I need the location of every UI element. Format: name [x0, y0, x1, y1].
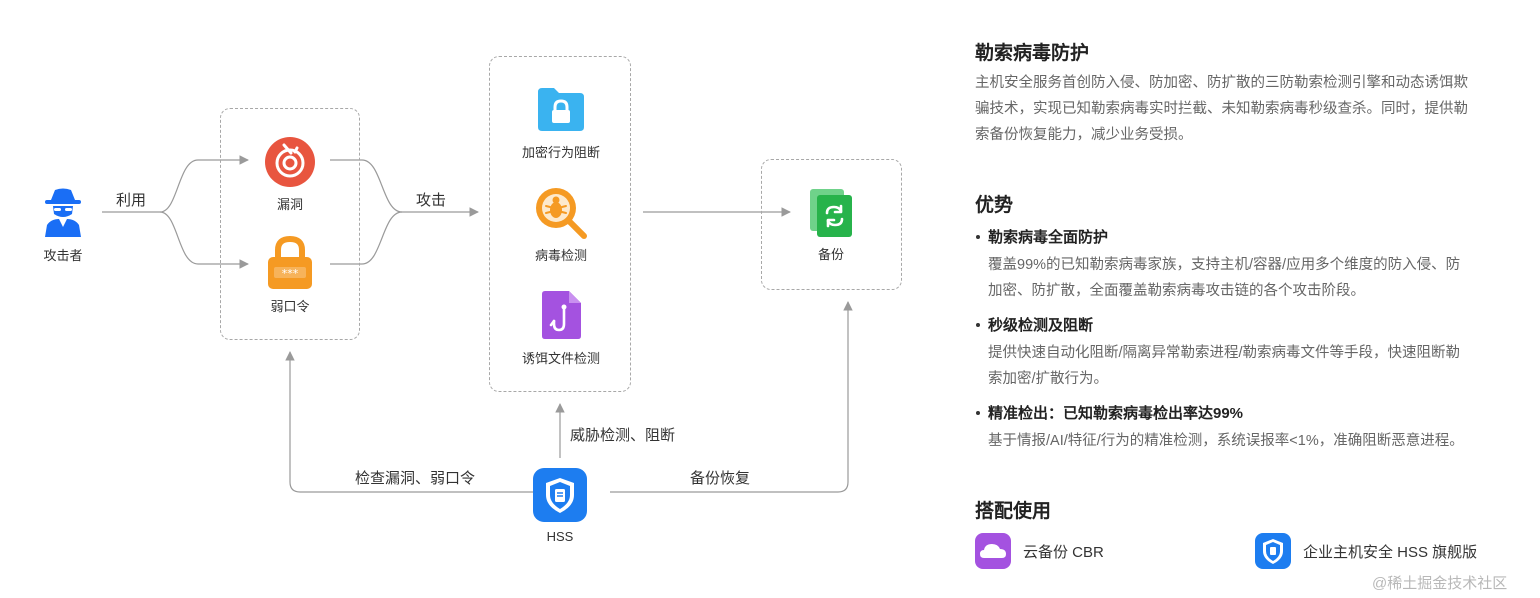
lock-password-icon: ***	[267, 235, 313, 290]
advantage-title: 秒级检测及阻断	[988, 317, 1094, 334]
intro-line: 骗技术，实现已知勒索病毒实时拦截、未知勒索病毒秒级查杀。同时，提供勒	[975, 101, 1468, 117]
encrypt-block-label: 加密行为阻断	[521, 145, 600, 160]
advantage-desc-line: 覆盖99%的已知勒索病毒家族，支持主机/容器/应用多个维度的防入侵、防	[988, 257, 1461, 273]
advantage-desc: 基于情报/AI/特征/行为的精准检测，系统误报率<1%，准确阻断恶意进程。	[988, 428, 1533, 454]
advantage-desc-line: 基于情报/AI/特征/行为的精准检测，系统误报率<1%，准确阻断恶意进程。	[988, 433, 1464, 449]
edge-attack-from-vuln	[330, 159, 403, 213]
bullet-dot	[976, 323, 980, 327]
advantage-desc-line: 索加密/扩散行为。	[988, 371, 1109, 387]
edge-backup-restore	[610, 301, 853, 493]
combo-title: 搭配使用	[975, 501, 1052, 522]
edge-check-vuln	[285, 351, 533, 493]
folder-lock-icon	[536, 86, 586, 132]
intro-line: 索备份恢复能力，减少业务受损。	[975, 127, 1193, 143]
bullet-dot	[976, 235, 980, 239]
combo-label[interactable]: 云备份 CBR	[1023, 544, 1104, 561]
edge-label-check-vuln: 检查漏洞、弱口令	[355, 470, 476, 487]
edge-label-attack: 攻击	[416, 192, 447, 209]
edge-exploit-to-vuln	[159, 155, 249, 213]
file-hook-icon	[540, 290, 582, 340]
panel-intro: 主机安全服务首创防入侵、防加密、防扩散的三防勒索检测引擎和动态诱饵欺 骗技术，实…	[975, 70, 1530, 148]
advantages-title: 优势	[975, 195, 1014, 216]
panel-title: 勒索病毒防护	[975, 43, 1090, 64]
advantage-desc: 提供快速自动化阻断/隔离异常勒索进程/勒索病毒文件等手段，快速阻断勒 索加密/扩…	[988, 340, 1528, 392]
attack-vector-group	[220, 108, 360, 340]
combo-label[interactable]: 企业主机安全 HSS 旗舰版	[1303, 544, 1478, 561]
advantage-desc-line: 加密、防扩散，全面覆盖勒索病毒攻击链的各个攻击阶段。	[988, 283, 1365, 299]
hss-label: HSS	[546, 529, 574, 544]
attacker-label: 攻击者	[43, 248, 83, 263]
edge-label-exploit: 利用	[116, 192, 147, 209]
bullet-dot	[976, 411, 980, 415]
hss-shield-icon[interactable]	[1255, 533, 1291, 569]
virus-detect-label: 病毒检测	[534, 248, 587, 263]
watermark: @稀土掘金技术社区	[1372, 575, 1508, 592]
weak-password-label: 弱口令	[270, 299, 310, 314]
advantage-title: 精准检出：已知勒索病毒检出率达99%	[988, 405, 1244, 422]
defense-group	[489, 56, 631, 392]
intro-line: 主机安全服务首创防入侵、防加密、防扩散的三防勒索检测引擎和动态诱饵欺	[975, 75, 1468, 91]
edge-attack-from-weak	[330, 211, 403, 265]
backup-label: 备份	[817, 247, 844, 262]
backup-group	[761, 159, 902, 290]
svg-text:***: ***	[282, 267, 299, 280]
bait-file-label: 诱饵文件检测	[521, 351, 600, 366]
advantage-desc-line: 提供快速自动化阻断/隔离异常勒索进程/勒索病毒文件等手段，快速阻断勒	[988, 345, 1461, 361]
backup-sync-icon	[809, 188, 853, 238]
vulnerability-label: 漏洞	[276, 197, 303, 212]
advantage-title: 勒索病毒全面防护	[988, 229, 1109, 246]
edge-label-backup-restore: 备份恢复	[690, 470, 751, 487]
advantage-desc: 覆盖99%的已知勒索病毒家族，支持主机/容器/应用多个维度的防入侵、防 加密、防…	[988, 252, 1528, 304]
bug-search-icon	[534, 186, 588, 240]
edge-exploit-to-weak	[159, 211, 249, 269]
hss-shield-icon	[533, 468, 587, 522]
cloud-backup-icon[interactable]	[975, 533, 1011, 569]
vulnerability-icon	[264, 136, 316, 188]
hacker-icon	[41, 187, 85, 237]
edge-label-threat-detect: 威胁检测、阻断	[570, 427, 676, 444]
